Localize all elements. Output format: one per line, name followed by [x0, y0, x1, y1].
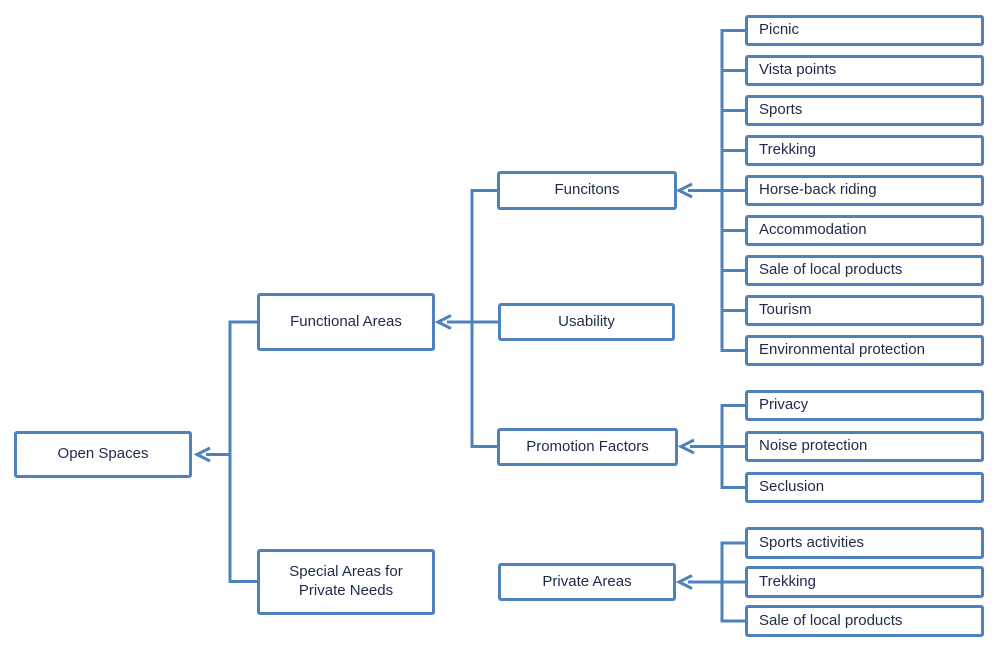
leaf-trekking-private: Trekking: [745, 566, 984, 598]
leaf-horse-back-riding: Horse-back riding: [745, 175, 984, 206]
leaf-accommodation: Accommodation: [745, 215, 984, 246]
leaf-vista-points: Vista points: [745, 55, 984, 86]
node-private-areas: Private Areas: [498, 563, 676, 601]
node-usability: Usability: [498, 303, 675, 341]
leaf-sale-of-local-products-private: Sale of local products: [745, 605, 984, 637]
connector-functional-areas-branch: [470, 189, 497, 448]
leaf-picnic: Picnic: [745, 15, 984, 46]
leaf-seclusion: Seclusion: [745, 472, 984, 503]
arrowhead-open-spaces: [193, 446, 211, 463]
leaf-tourism: Tourism: [745, 295, 984, 326]
node-functional-areas: Functional Areas: [257, 293, 435, 351]
node-promotion-factors: Promotion Factors: [497, 428, 678, 466]
leaf-trekking: Trekking: [745, 135, 984, 166]
leaf-environmental-protection: Environmental protection: [745, 335, 984, 366]
arrowhead-private-areas: [675, 574, 693, 590]
node-open-spaces: Open Spaces: [14, 431, 192, 478]
node-special-areas-for-private-needs: Special Areas for Private Needs: [257, 549, 435, 615]
leaf-privacy: Privacy: [745, 390, 984, 421]
leaf-sale-of-local-products: Sale of local products: [745, 255, 984, 286]
node-funcitons: Funcitons: [497, 171, 677, 210]
arrowhead-promotion: [677, 438, 695, 455]
leaf-noise-protection: Noise protection: [745, 431, 984, 462]
connector-open-spaces-branch: [228, 320, 257, 583]
leaf-sports-activities: Sports activities: [745, 527, 984, 559]
leaf-sports: Sports: [745, 95, 984, 126]
arrowhead-funcitons: [675, 182, 693, 199]
arrowhead-functional-areas: [434, 314, 452, 330]
